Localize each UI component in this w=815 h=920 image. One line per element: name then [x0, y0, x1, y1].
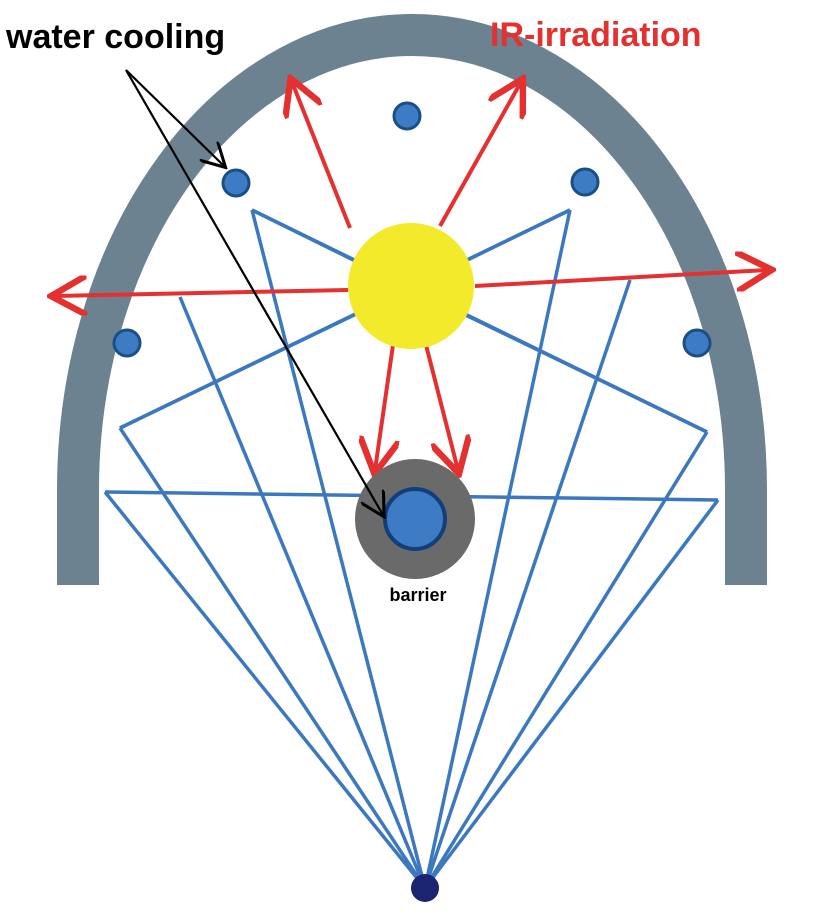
ir-arrow	[424, 344, 458, 470]
ir-arrow	[55, 290, 349, 296]
ray-line	[119, 208, 571, 430]
water-channel-icon	[570, 167, 600, 197]
ray-line	[423, 431, 709, 889]
barrier-core-icon	[383, 487, 447, 551]
barrier	[355, 459, 475, 579]
ray-line	[103, 490, 427, 890]
water-cooling-pointers	[125, 69, 383, 515]
water-channels	[112, 101, 712, 358]
water-channel-icon	[682, 328, 712, 358]
water-channel-icon	[112, 328, 142, 358]
ir-arrow	[375, 344, 393, 470]
ir-arrow	[474, 270, 768, 286]
heat-lamp-icon	[348, 223, 474, 349]
pointer-arrow	[125, 69, 383, 515]
ray-line	[423, 498, 720, 890]
reflector-arch	[57, 14, 767, 585]
barrier-label: barrier	[389, 585, 446, 605]
focal-point-icon	[411, 874, 439, 902]
ray-line	[250, 209, 427, 889]
ray-line	[251, 208, 708, 434]
ray-line	[178, 296, 427, 889]
ray-line	[423, 209, 572, 889]
water-cooling-label: water cooling	[5, 18, 225, 56]
ir-arrows	[55, 82, 768, 470]
ray-line	[423, 279, 632, 889]
ir-arrow	[292, 82, 352, 229]
water-channel-icon	[392, 101, 422, 131]
ir-irradiation-label: IR-irradiation	[490, 16, 702, 54]
pointer-arrow	[125, 69, 224, 166]
water-channel-icon	[221, 168, 251, 198]
ray-line	[118, 427, 427, 889]
ir-arrow	[438, 82, 521, 227]
